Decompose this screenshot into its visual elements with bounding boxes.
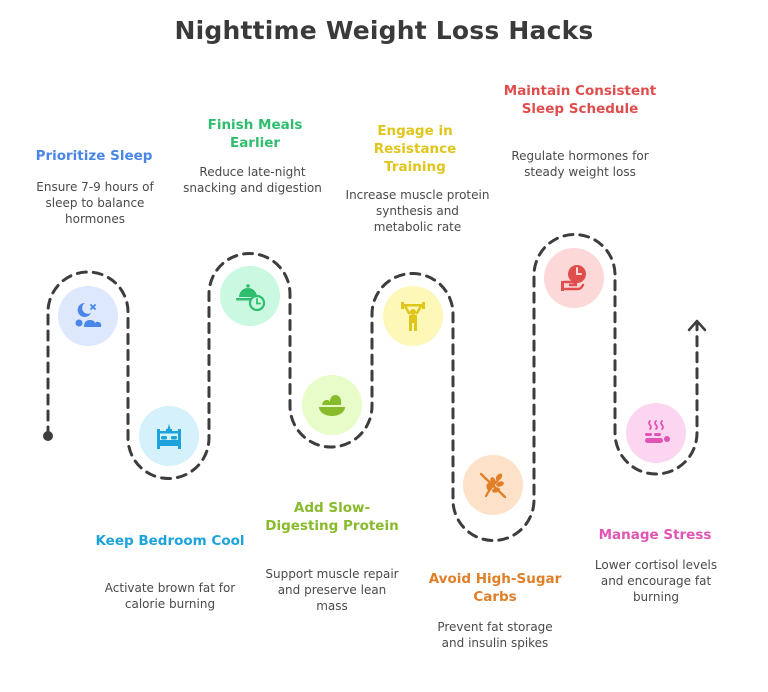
step-label: Finish Meals Earlier — [207, 117, 303, 151]
path-start-dot — [43, 431, 53, 441]
step-label: Keep Bedroom Cool — [95, 533, 245, 549]
step-label: Manage Stress — [598, 527, 712, 543]
icon-circle — [302, 375, 362, 435]
step-description: Prevent fat storage and insulin spikes — [437, 620, 553, 650]
icon-circle — [626, 403, 686, 463]
meal-clock-icon — [236, 284, 266, 312]
step-description: Support muscle repair and preserve lean … — [265, 567, 399, 613]
moon-sleep-icon — [75, 302, 102, 327]
icon-circle — [220, 266, 280, 326]
step-description: Ensure 7-9 hours of sleep to balance hor… — [36, 180, 154, 226]
step-label: Prioritize Sleep — [35, 148, 153, 164]
step-description: Regulate hormones for steady weight loss — [511, 149, 649, 179]
step-label: Add Slow-Digesting Protein — [265, 500, 399, 534]
weightlifter-icon — [401, 302, 425, 331]
hand-clock-icon — [561, 265, 586, 291]
step-description: Reduce late-night snacking and digestion — [183, 165, 322, 195]
icon-circle — [139, 406, 199, 466]
step-description: Lower cortisol levels and encourage fat … — [594, 558, 718, 604]
step-label: Engage in Resistance Training — [373, 123, 457, 175]
massage-stones-icon — [645, 420, 670, 443]
bed-icon — [157, 424, 181, 449]
icon-circle — [463, 455, 523, 515]
step-description: Increase muscle protein synthesis and me… — [345, 188, 490, 234]
step-label: Avoid High-Sugar Carbs — [428, 571, 562, 605]
diagram-title: Nighttime Weight Loss Hacks — [174, 16, 594, 45]
step-label: Maintain Consistent Sleep Schedule — [503, 83, 657, 117]
icon-circle — [58, 286, 118, 346]
no-grain-icon — [479, 472, 507, 499]
icon-circle — [544, 248, 604, 308]
step-description: Activate brown fat for calorie burning — [104, 581, 236, 611]
salad-bowl-icon — [319, 395, 345, 416]
path-end-arrow-icon — [687, 319, 707, 332]
icon-circle — [383, 286, 443, 346]
